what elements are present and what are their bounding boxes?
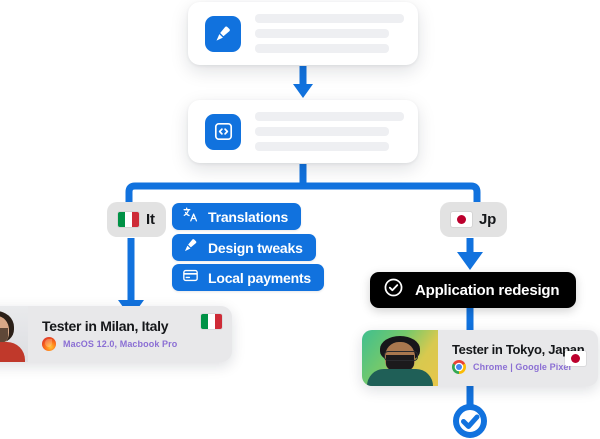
tester-info: Tester in Tokyo, Japan Chrome | Google P… <box>438 330 585 386</box>
flow-card-design[interactable] <box>188 2 418 65</box>
avatar <box>0 306 28 362</box>
placeholder-line <box>255 127 390 136</box>
japan-flag-icon <box>565 350 586 366</box>
task-pill-label: Local payments <box>208 269 312 286</box>
avatar <box>362 330 438 386</box>
credit-card-icon <box>182 267 199 289</box>
tester-device-text: MacOS 12.0, Macbook Pro <box>63 338 178 349</box>
paintbrush-icon <box>205 15 241 52</box>
chrome-icon <box>452 360 466 374</box>
check-circle-icon <box>383 277 404 303</box>
task-pill-translations[interactable]: Translations <box>172 203 302 230</box>
firefox-icon <box>42 336 56 351</box>
highlight-pill-label: Application redesign <box>415 281 560 299</box>
task-pill-local-payments[interactable]: Local payments <box>172 264 325 291</box>
placeholder-line <box>255 112 404 121</box>
country-badge-jp[interactable]: Jp <box>440 202 508 237</box>
tester-device-meta: Chrome | Google Pixel <box>452 360 571 374</box>
code-brackets-icon <box>205 113 241 150</box>
tester-title: Tester in Tokyo, Japan <box>452 342 585 357</box>
highlight-pill-application-redesign[interactable]: Application redesign <box>370 272 577 308</box>
flow-card-code[interactable] <box>188 100 418 163</box>
translate-icon <box>182 206 199 228</box>
placeholder-lines <box>255 14 418 53</box>
tester-title: Tester in Milan, Italy <box>42 317 169 334</box>
task-pill-label: Translations <box>208 208 289 225</box>
italy-flag-icon <box>118 212 139 227</box>
tester-flag <box>565 330 598 386</box>
tester-flag <box>201 306 232 362</box>
country-badge-it[interactable]: It <box>107 202 166 237</box>
tester-device-meta: MacOS 12.0, Macbook Pro <box>42 336 201 351</box>
italy-flag-icon <box>201 314 222 329</box>
paintbrush-icon <box>182 237 199 259</box>
placeholder-line <box>255 142 390 151</box>
tester-card-milan[interactable]: Tester in Milan, Italy MacOS 12.0, Macbo… <box>0 306 232 362</box>
country-badge-label: Jp <box>479 211 497 228</box>
country-badge-label: It <box>146 211 155 228</box>
tester-info: Tester in Milan, Italy MacOS 12.0, Macbo… <box>28 306 201 362</box>
task-pill-label: Design tweaks <box>208 239 303 256</box>
tester-device-text: Chrome | Google Pixel <box>473 362 572 372</box>
japan-flag-icon <box>451 212 472 227</box>
placeholder-line <box>255 29 390 38</box>
task-pill-design-tweaks[interactable]: Design tweaks <box>172 234 316 261</box>
placeholder-line <box>255 14 404 23</box>
placeholder-line <box>255 44 390 53</box>
placeholder-lines <box>255 112 418 151</box>
tester-card-tokyo[interactable]: Tester in Tokyo, Japan Chrome | Google P… <box>362 330 598 386</box>
